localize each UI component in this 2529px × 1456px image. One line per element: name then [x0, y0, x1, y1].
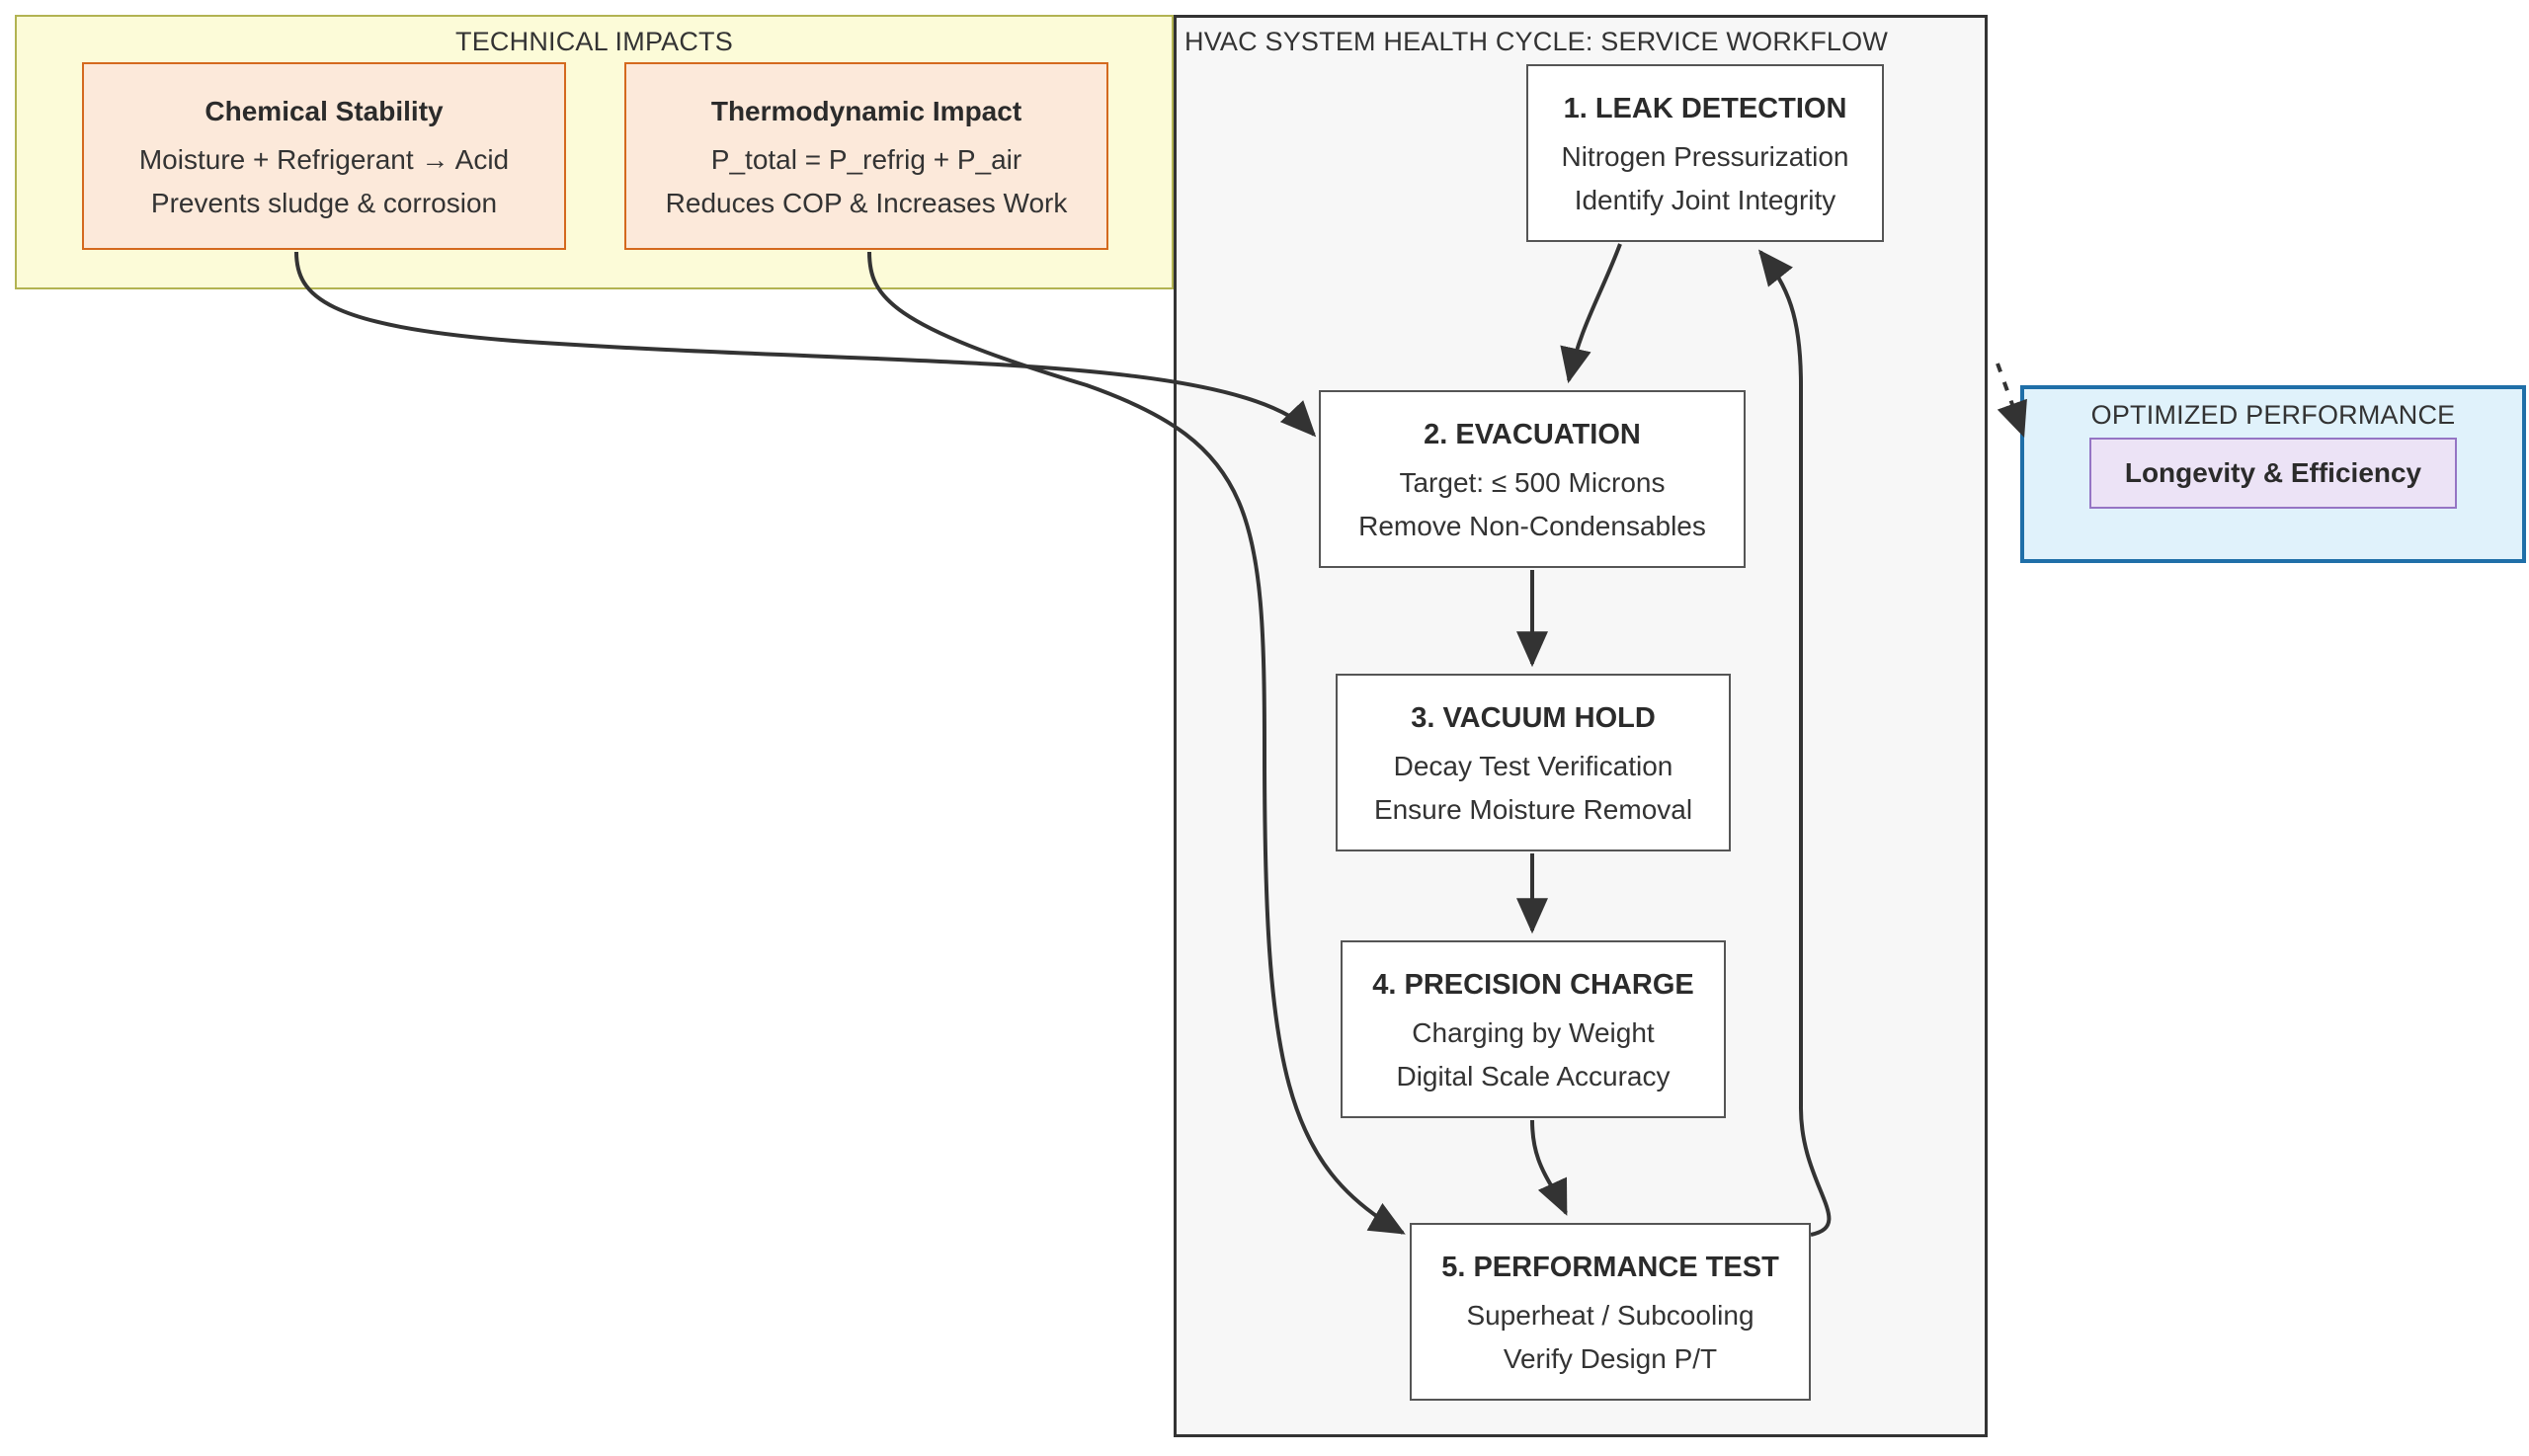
node-step1-title: 1. LEAK DETECTION [1563, 92, 1847, 124]
node-step4-line1: Charging by Weight [1412, 1016, 1655, 1048]
node-thermodynamic-impact[interactable]: Thermodynamic Impact P_total = P_refrig … [624, 62, 1108, 250]
node-step3-line1: Decay Test Verification [1393, 750, 1673, 781]
node-step5-title: 5. PERFORMANCE TEST [1441, 1251, 1779, 1283]
node-step3-vacuum-hold[interactable]: 3. VACUUM HOLD Decay Test Verification E… [1336, 674, 1731, 851]
node-thermodynamic-impact-line2: Reduces COP & Increases Work [665, 187, 1068, 218]
cluster-optimized-performance-title: OPTIMIZED PERFORMANCE [2090, 400, 2456, 430]
node-step4-line2: Digital Scale Accuracy [1396, 1060, 1671, 1092]
node-chemical-stability-title: Chemical Stability [204, 95, 444, 126]
node-step5-line1: Superheat / Subcooling [1466, 1299, 1754, 1331]
node-step5-performance-test[interactable]: 5. PERFORMANCE TEST Superheat / Subcooli… [1410, 1223, 1811, 1401]
node-longevity-efficiency-title: Longevity & Efficiency [2124, 457, 2422, 488]
node-step1-line2: Identify Joint Integrity [1574, 184, 1836, 215]
node-step5-line2: Verify Design P/T [1503, 1342, 1718, 1374]
node-step4-title: 4. PRECISION CHARGE [1372, 968, 1694, 1001]
node-step1-leak-detection[interactable]: 1. LEAK DETECTION Nitrogen Pressurizatio… [1526, 64, 1884, 242]
cluster-technical-impacts-title: TECHNICAL IMPACTS [455, 27, 733, 56]
node-step1-line1: Nitrogen Pressurization [1561, 140, 1849, 172]
cluster-hvac-cycle-title: HVAC SYSTEM HEALTH CYCLE: SERVICE WORKFL… [1184, 27, 1889, 56]
node-thermodynamic-impact-title: Thermodynamic Impact [710, 95, 1022, 126]
node-step3-title: 3. VACUUM HOLD [1411, 701, 1656, 734]
node-step2-evacuation[interactable]: 2. EVACUATION Target: ≤ 500 Microns Remo… [1319, 390, 1746, 568]
node-step2-line1: Target: ≤ 500 Microns [1399, 466, 1666, 498]
node-step3-line2: Ensure Moisture Removal [1373, 793, 1693, 825]
node-step2-line2: Remove Non-Condensables [1358, 510, 1706, 541]
node-chemical-stability[interactable]: Chemical Stability Moisture + Refrigeran… [82, 62, 566, 250]
node-thermodynamic-impact-line1: P_total = P_refrig + P_air [710, 143, 1022, 175]
node-step2-title: 2. EVACUATION [1424, 418, 1641, 450]
node-chemical-stability-line1: Moisture + Refrigerant → Acid [138, 143, 510, 175]
node-step4-precision-charge[interactable]: 4. PRECISION CHARGE Charging by Weight D… [1341, 940, 1726, 1118]
node-longevity-efficiency[interactable]: Longevity & Efficiency [2089, 438, 2457, 509]
node-chemical-stability-line2: Prevents sludge & corrosion [150, 187, 498, 218]
